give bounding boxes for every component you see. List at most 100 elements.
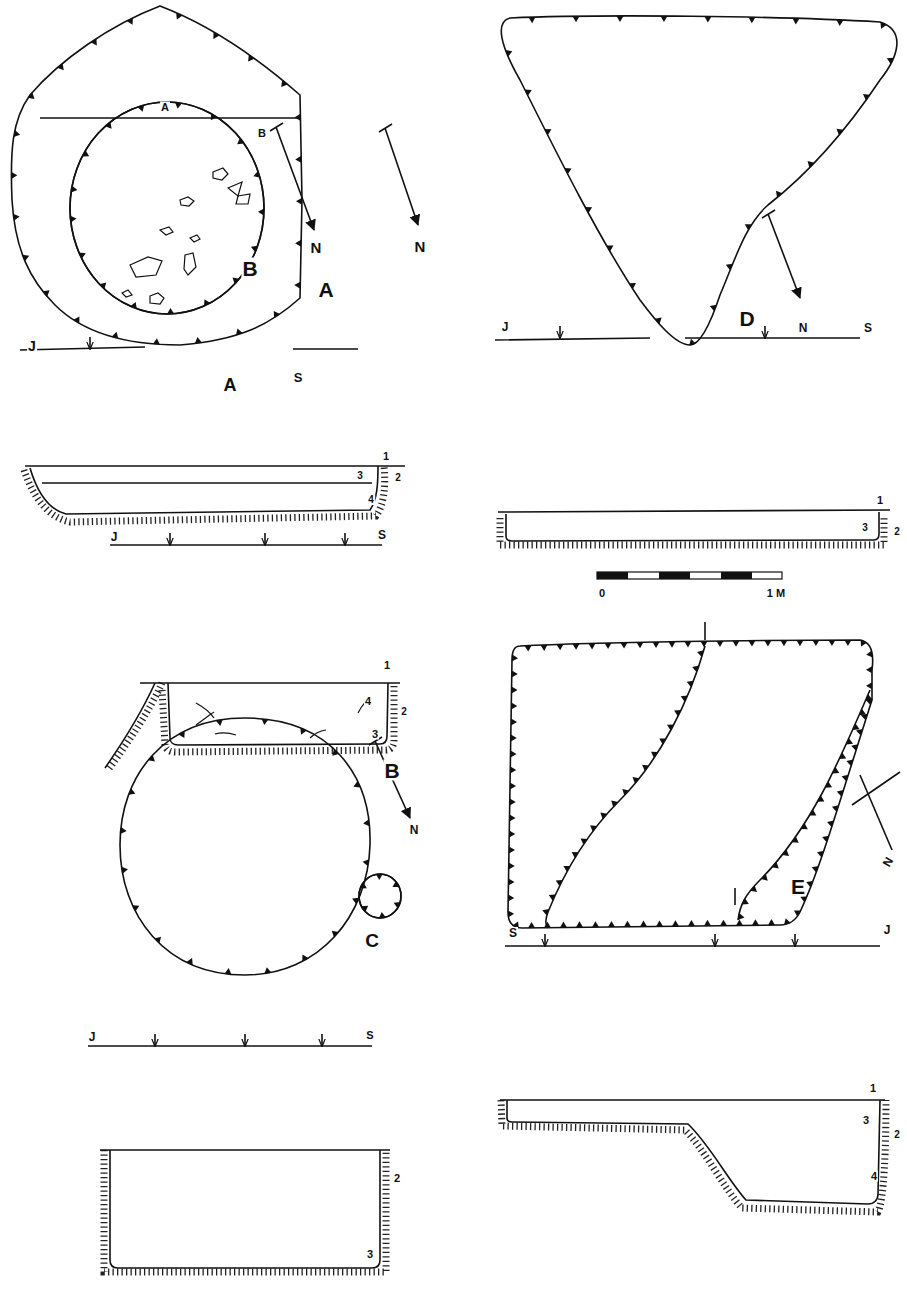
outline-tick	[511, 734, 517, 741]
stones	[122, 168, 250, 304]
callout-label: 3	[371, 729, 379, 740]
callout-label: 1 M	[766, 588, 786, 599]
outline-tick	[590, 825, 597, 831]
outline-tick	[112, 332, 119, 339]
outline-tick	[253, 171, 260, 178]
ground-arrow	[154, 1034, 156, 1046]
outline-tick	[681, 695, 688, 701]
outline-tick	[655, 318, 662, 325]
callout-label: 2	[893, 1130, 901, 1140]
outline-tick	[332, 749, 339, 756]
outline-tick	[392, 881, 399, 887]
outline-tick	[153, 338, 160, 344]
outline-tick	[704, 920, 711, 926]
outline-tick	[836, 20, 843, 26]
outline-tick	[692, 666, 699, 673]
outline-tick	[837, 790, 844, 797]
outline-ticks	[360, 874, 401, 918]
callout-label: B	[383, 760, 400, 781]
outline-tick	[738, 913, 745, 920]
outline-tick	[652, 642, 659, 648]
outline-tick	[887, 58, 894, 64]
ground-arrow	[764, 326, 766, 338]
callout-label: 4	[364, 696, 372, 707]
outline-tick	[859, 709, 866, 715]
surface-line	[498, 510, 890, 512]
pit-outline	[508, 640, 873, 928]
surface-line	[100, 1149, 390, 1151]
callout-label: N	[798, 322, 809, 334]
outline-tick	[572, 644, 579, 650]
outline-tick	[261, 719, 268, 725]
outline-tick	[863, 94, 870, 100]
outline-tick	[295, 156, 301, 163]
callout-label: B	[241, 258, 258, 279]
outline-tick	[73, 316, 79, 323]
outline-tick	[505, 50, 512, 57]
outline-tick	[512, 654, 518, 661]
outline-tick	[353, 781, 360, 787]
outline-tick	[825, 781, 832, 787]
outline-tick	[186, 958, 192, 965]
outline-tick	[542, 909, 549, 916]
callout-label: 2	[393, 1173, 401, 1184]
outline-tick	[792, 837, 799, 843]
outline-tick	[540, 645, 547, 651]
ground-arrow	[559, 326, 561, 338]
outline-tick	[592, 921, 599, 927]
surface-line	[25, 465, 405, 467]
callout-label: S	[863, 322, 873, 334]
section-profile	[168, 683, 388, 745]
outline-tick	[22, 255, 29, 262]
outline-tick	[768, 919, 775, 925]
callout-label: A	[160, 102, 170, 113]
outline-tick	[782, 849, 789, 855]
callout-label: N	[414, 239, 427, 254]
outline-tick	[784, 918, 791, 925]
outline-tick	[178, 731, 184, 738]
outline-tick	[817, 796, 824, 802]
outline-tick	[281, 80, 288, 87]
outline-tick	[866, 682, 872, 689]
outline-tick	[525, 90, 532, 96]
ground-line	[88, 1045, 372, 1047]
ground-line	[495, 338, 860, 340]
outline-tick	[394, 902, 401, 908]
outline-tick	[844, 640, 851, 646]
outline-tick	[828, 640, 835, 646]
outline-ticks	[542, 650, 704, 915]
callout-label: J	[110, 531, 119, 543]
outline-tick	[827, 820, 834, 827]
callout-label: N	[310, 240, 323, 255]
callout-label: 3	[366, 1249, 374, 1260]
outline-tick	[620, 643, 627, 649]
outline-tick	[700, 641, 707, 647]
callout-label: 4	[367, 495, 375, 505]
outline-tick	[509, 830, 515, 837]
outline-tick	[510, 750, 516, 757]
outline-tick	[576, 921, 583, 927]
outline-tick	[606, 245, 613, 251]
section-profile	[30, 466, 378, 514]
outline-tick	[176, 13, 182, 20]
callout-label: 2	[400, 707, 408, 717]
pit-outline	[501, 16, 897, 345]
outline-tick	[99, 282, 106, 289]
outline-tick	[236, 328, 243, 335]
callout-label: N	[409, 824, 420, 836]
section-profile	[507, 1100, 880, 1204]
outline-tick	[528, 17, 535, 23]
outline-tick	[853, 724, 860, 730]
outline-tick	[667, 724, 674, 730]
outline-tick	[808, 161, 815, 168]
outline-tick	[258, 208, 264, 215]
outline-tick	[642, 765, 649, 771]
outline-tick	[633, 777, 640, 784]
outline-tick	[363, 819, 369, 826]
outline-tick	[105, 122, 112, 129]
outline-tick	[120, 827, 126, 834]
callout-label: A	[223, 376, 238, 394]
outline-tick	[211, 113, 217, 120]
outline-tick	[640, 921, 647, 927]
